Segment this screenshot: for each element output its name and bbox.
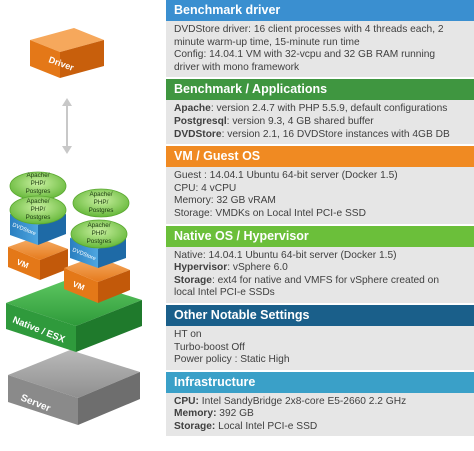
- section-line: Hypervisor: vSphere 6.0: [174, 262, 470, 275]
- line-text: Native: 14.04.1 Ubuntu 64-bit server (Do…: [174, 249, 397, 261]
- section-body-native-os-hypervisor: Native: 14.04.1 Ubuntu 64-bit server (Do…: [166, 246, 474, 303]
- svg-text:Postgres: Postgres: [87, 238, 112, 245]
- section-line: local Intel PCI-e SSDs: [174, 287, 470, 300]
- architecture-diagram: Driver Server Native / ESX: [0, 0, 166, 451]
- line-text: DVDStore driver: 16 client processes wit…: [174, 24, 444, 35]
- vm-label-right: VM: [71, 280, 86, 293]
- section-line: driver with mono framework: [174, 62, 470, 75]
- svg-text:Apache/: Apache/: [89, 191, 112, 198]
- section-header-native-os-hypervisor: Native OS / Hypervisor: [166, 225, 474, 247]
- section-body-benchmark-driver: DVDStore driver: 16 client processes wit…: [166, 21, 474, 78]
- section-header-other-notable-settings: Other Notable Settings: [166, 304, 474, 326]
- line-text: Memory: 32 GB vRAM: [174, 195, 276, 207]
- section-line: Storage: ext4 for native and VMFS for vS…: [174, 275, 470, 288]
- vm-stack-right: VM DVDStore Apache/ PHP/ Postgres Apache…: [64, 188, 130, 303]
- section-header-benchmark-applications: Benchmark / Applications: [166, 79, 474, 101]
- stack-diagram-svg: Driver Server Native / ESX: [6, 28, 142, 425]
- line-text: : version 2.1, 16 DVDStore instances wit…: [221, 128, 450, 140]
- section-line: DVDStore driver: 16 client processes wit…: [174, 24, 470, 37]
- line-key: DVDStore: [174, 128, 222, 140]
- connector-arrow: [62, 98, 72, 154]
- line-text: driver with mono framework: [174, 61, 300, 73]
- line-text: CPU: 4 vCPU: [174, 182, 237, 194]
- line-text: minute warm-up time, 15-minute run time: [174, 36, 360, 48]
- line-text: local Intel PCI-e SSDs: [174, 287, 275, 299]
- line-text: Turbo-boost Off: [174, 341, 245, 353]
- section-line: HT on: [174, 329, 470, 342]
- section-line: Storage: VMDKs on Local Intel PCI-e SSD: [174, 208, 470, 221]
- section-header-infrastructure: Infrastructure: [166, 371, 474, 393]
- line-text: 392 GB: [216, 408, 254, 420]
- app-ellipse-left-2: Apache/ PHP/ Postgres: [9, 195, 67, 225]
- section-line: minute warm-up time, 15-minute run time: [174, 37, 470, 50]
- line-text: Power policy : Static High: [174, 354, 290, 366]
- section-header-benchmark-driver: Benchmark driver: [166, 0, 474, 21]
- section-line: Memory: 392 GB: [174, 408, 470, 421]
- section-line: Native: 14.04.1 Ubuntu 64-bit server (Do…: [174, 250, 470, 263]
- section-line: DVDStore: version 2.1, 16 DVDStore insta…: [174, 129, 470, 142]
- section-line: Postgresql: version 9.3, 4 GB shared buf…: [174, 116, 470, 129]
- driver-box: Driver: [30, 28, 104, 78]
- svg-text:PHP/: PHP/: [94, 199, 109, 206]
- app-ellipse-right-1: Apache/ PHP/ Postgres: [72, 188, 130, 218]
- section-line: Apache: version 2.4.7 with PHP 5.5.9, de…: [174, 103, 470, 116]
- section-body-infrastructure: CPU: Intel SandyBridge 2x8-core E5-2660 …: [166, 392, 474, 437]
- vm-label-left: VM: [15, 258, 30, 271]
- svg-text:Apache/: Apache/: [87, 222, 110, 229]
- vm-stack-left: VM DVDStore Apache/ PHP/ Postgres Apache…: [8, 171, 68, 280]
- line-key: Storage:: [174, 420, 216, 432]
- section-line: Memory: 32 GB vRAM: [174, 195, 470, 208]
- svg-text:Postgres: Postgres: [89, 207, 114, 214]
- line-text: : version 9.3, 4 GB shared buffer: [226, 115, 374, 127]
- section-line: Power policy : Static High: [174, 354, 470, 367]
- section-header-vm-guest-os: VM / Guest OS: [166, 146, 474, 168]
- line-key: CPU:: [174, 395, 199, 407]
- section-line: CPU: Intel SandyBridge 2x8-core E5-2660 …: [174, 396, 470, 409]
- line-text: : ext4 for native and VMFS for vSphere c…: [211, 274, 440, 286]
- line-text: Local Intel PCI-e SSD: [215, 420, 318, 432]
- line-text: Intel SandyBridge 2x8-core E5-2660 2.2 G…: [198, 395, 407, 407]
- svg-text:Apache/: Apache/: [26, 172, 49, 179]
- line-text: HT on: [174, 328, 202, 340]
- line-text: Config: 14.04.1 VM with 32-vcpu and 32 G…: [174, 49, 436, 61]
- svg-text:PHP/: PHP/: [92, 230, 107, 237]
- section-body-vm-guest-os: Guest : 14.04.1 Ubuntu 64-bit server (Do…: [166, 167, 474, 224]
- server-layer: Server: [8, 350, 140, 425]
- section-line: Config: 14.04.1 VM with 32-vcpu and 32 G…: [174, 49, 470, 62]
- section-line: Guest : 14.04.1 Ubuntu 64-bit server (Do…: [174, 170, 470, 183]
- section-body-benchmark-applications: Apache: version 2.4.7 with PHP 5.5.9, de…: [166, 100, 474, 145]
- section-line: Storage: Local Intel PCI-e SSD: [174, 421, 470, 434]
- svg-text:Apache/: Apache/: [26, 198, 49, 205]
- line-key: Memory:: [174, 408, 217, 420]
- svg-text:Postgres: Postgres: [26, 214, 51, 221]
- app-ellipse-right-2: Apache/ PHP/ Postgres: [70, 219, 128, 249]
- line-key: Postgresql: [174, 115, 227, 127]
- section-line: Turbo-boost Off: [174, 342, 470, 355]
- line-key: Apache: [174, 103, 211, 115]
- line-text: : vSphere 6.0: [227, 262, 288, 274]
- svg-text:Postgres: Postgres: [26, 188, 51, 195]
- line-text: : version 2.4.7 with PHP 5.5.9, default …: [210, 103, 448, 115]
- line-text: Storage: VMDKs on Local Intel PCI-e SSD: [174, 207, 366, 219]
- line-key: Hypervisor: [174, 262, 228, 274]
- section-line: CPU: 4 vCPU: [174, 183, 470, 196]
- line-text: Guest : 14.04.1 Ubuntu 64-bit server (Do…: [174, 170, 398, 182]
- line-key: Storage: [174, 274, 212, 286]
- svg-text:PHP/: PHP/: [31, 206, 46, 213]
- svg-text:PHP/: PHP/: [31, 180, 46, 187]
